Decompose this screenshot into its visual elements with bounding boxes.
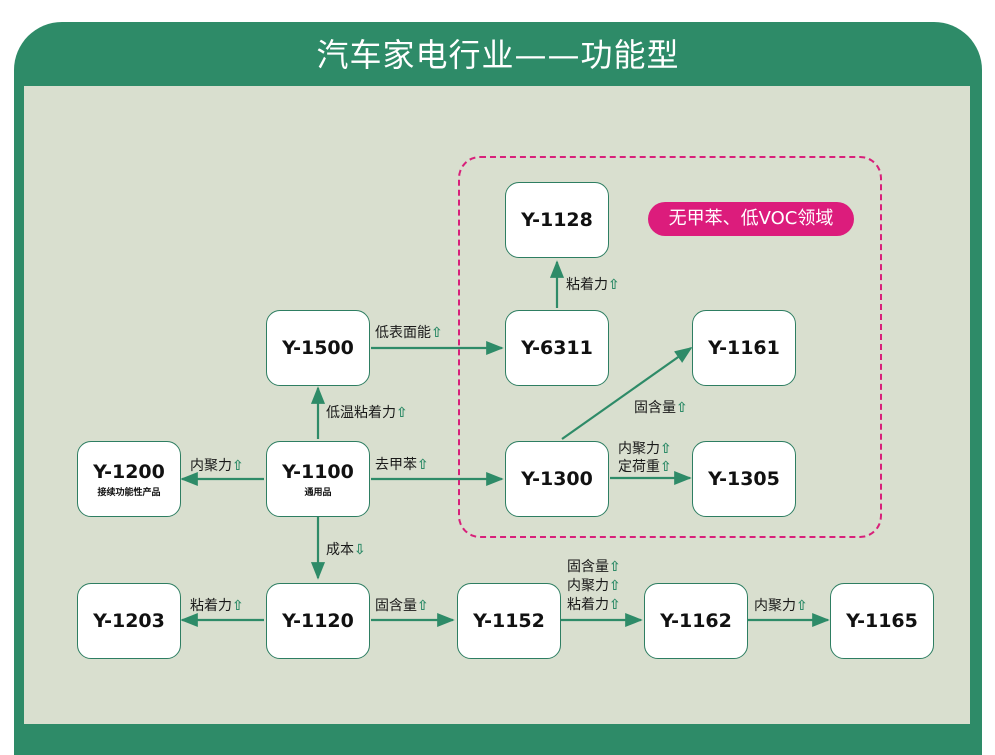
up-arrow-icon: ⇧ — [417, 457, 429, 473]
up-arrow-icon: ⇧ — [431, 325, 443, 341]
edge-label-cohesion: 内聚力⇧ — [190, 458, 244, 474]
up-arrow-icon: ⇧ — [796, 598, 808, 614]
node-label: Y-1203 — [93, 610, 165, 632]
edge-label-adhesion: 粘着力⇧ — [567, 597, 621, 613]
node-label: Y-1128 — [521, 209, 593, 231]
node-label: Y-1500 — [282, 337, 354, 359]
node-y1162: Y-1162 — [644, 583, 748, 659]
edge-label-solid-content: 固含量⇧ — [375, 598, 429, 614]
node-y1152: Y-1152 — [457, 583, 561, 659]
node-y1100: Y-1100 通用品 — [266, 441, 370, 517]
up-arrow-icon: ⇧ — [609, 578, 621, 594]
edge-label-cohesion: 内聚力⇧ — [618, 441, 672, 457]
node-label: Y-1161 — [708, 337, 780, 359]
edge-label-remove-toluene: 去甲苯⇧ — [375, 457, 429, 473]
edge-label-low-surface-energy: 低表面能⇧ — [375, 325, 443, 341]
node-label: Y-1165 — [846, 610, 918, 632]
edge-label-adhesion: 粘着力⇧ — [190, 598, 244, 614]
node-label: Y-1100 — [282, 460, 354, 483]
up-arrow-icon: ⇧ — [609, 559, 621, 575]
down-arrow-icon: ⇩ — [354, 542, 366, 558]
node-y1165: Y-1165 — [830, 583, 934, 659]
node-y1203: Y-1203 — [77, 583, 181, 659]
node-y1161: Y-1161 — [692, 310, 796, 386]
edge-label-cost: 成本⇩ — [326, 542, 366, 558]
edge-label-solid-content: 固含量⇧ — [634, 400, 688, 416]
node-y1300: Y-1300 — [505, 441, 609, 517]
up-arrow-icon: ⇧ — [609, 597, 621, 613]
node-label: Y-1152 — [473, 610, 545, 632]
node-label: Y-1120 — [282, 610, 354, 632]
region-tag: 无甲苯、低VOC领域 — [648, 202, 854, 236]
node-label: Y-1162 — [660, 610, 732, 632]
edge-label-static-load: 定荷重⇧ — [618, 459, 672, 475]
edge-label-solid-content: 固含量⇧ — [567, 559, 621, 575]
node-y1305: Y-1305 — [692, 441, 796, 517]
node-label: Y-6311 — [521, 337, 593, 359]
node-y1128: Y-1128 — [505, 182, 609, 258]
node-label: Y-1300 — [521, 468, 593, 490]
up-arrow-icon: ⇧ — [232, 458, 244, 474]
node-label: Y-1200 — [93, 460, 165, 483]
up-arrow-icon: ⇧ — [676, 400, 688, 416]
up-arrow-icon: ⇧ — [660, 441, 672, 457]
up-arrow-icon: ⇧ — [396, 405, 408, 421]
up-arrow-icon: ⇧ — [608, 277, 620, 293]
up-arrow-icon: ⇧ — [417, 598, 429, 614]
edge-label-low-temp-adhesion: 低温粘着力⇧ — [326, 405, 408, 421]
edge-label-cohesion: 内聚力⇧ — [567, 578, 621, 594]
node-y1500: Y-1500 — [266, 310, 370, 386]
node-y6311: Y-6311 — [505, 310, 609, 386]
node-sublabel: 通用品 — [304, 487, 332, 498]
edge-1300-1161 — [561, 346, 693, 440]
edge-label-cohesion: 内聚力⇧ — [754, 598, 808, 614]
up-arrow-icon: ⇧ — [660, 459, 672, 475]
node-y1200: Y-1200 接续功能性产品 — [77, 441, 181, 517]
page-title: 汽车家电行业——功能型 — [316, 36, 680, 74]
node-sublabel: 接续功能性产品 — [97, 487, 161, 498]
up-arrow-icon: ⇧ — [232, 598, 244, 614]
node-label: Y-1305 — [708, 468, 780, 490]
node-y1120: Y-1120 — [266, 583, 370, 659]
edge-label-adhesion: 粘着力⇧ — [566, 277, 620, 293]
